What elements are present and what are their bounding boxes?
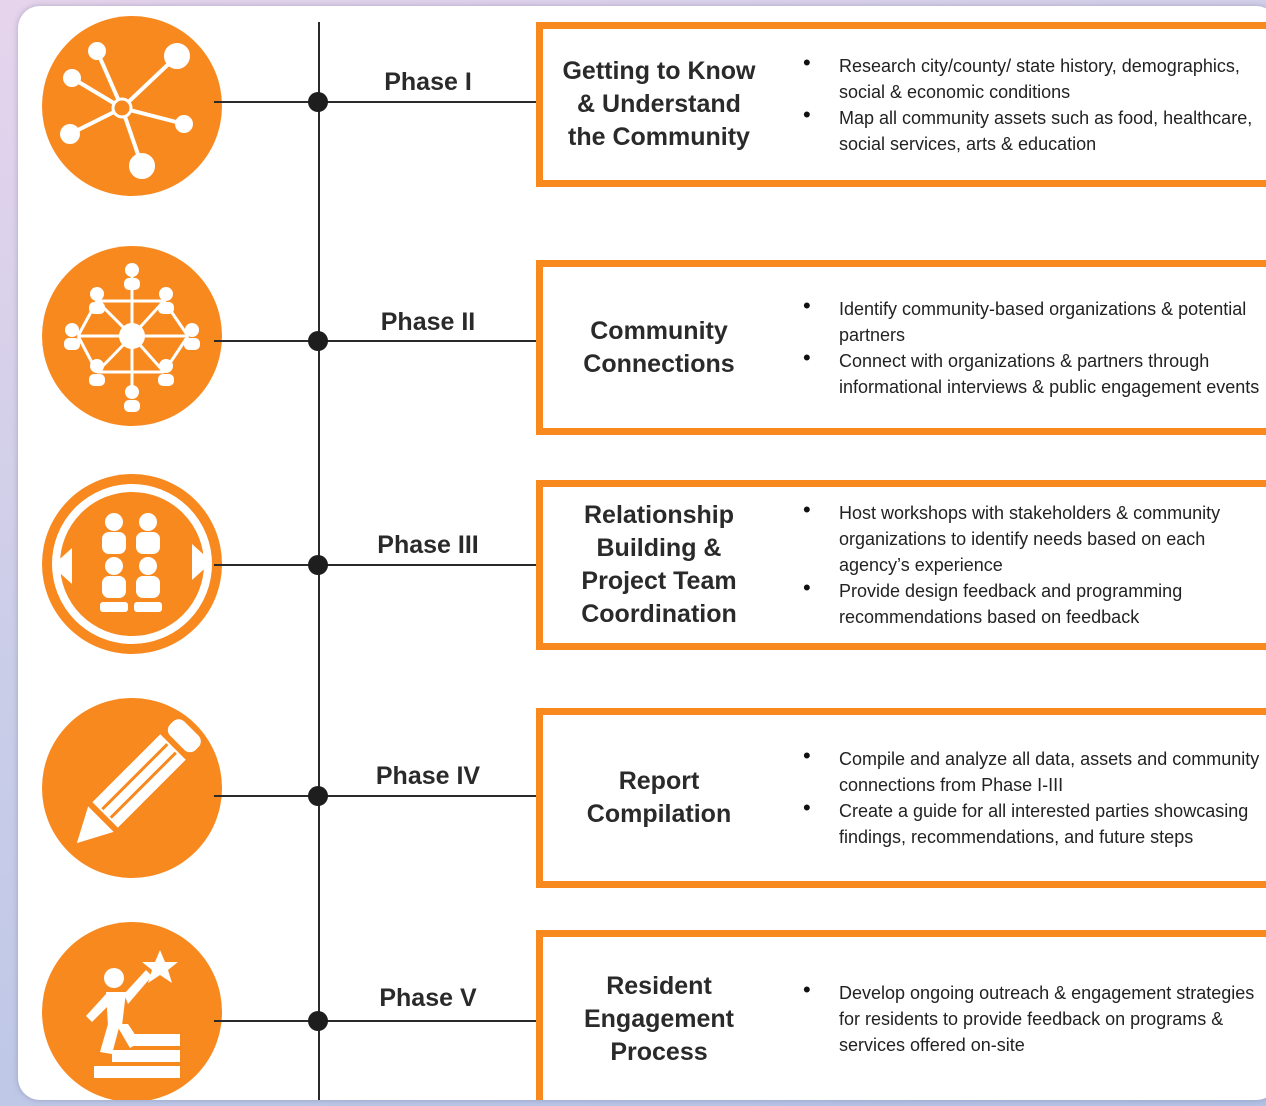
phase-title: Report Compilation — [586, 767, 732, 828]
phase-bullets: Compile and analyze all data, assets and… — [801, 715, 1266, 881]
bullet-item: Develop ongoing outreach & engagement st… — [801, 977, 1266, 1058]
phase-label: Phase V — [379, 984, 477, 1012]
bullet-item: Compile and analyze all data, assets and… — [801, 743, 1266, 798]
phase-title: Community Connections — [583, 316, 735, 378]
phase-row-5: Phase V Resident Engagement Process Deve… — [18, 922, 1266, 1100]
bullet-item: Provide design feedback and programming … — [801, 575, 1266, 630]
timeline-dot — [308, 331, 328, 351]
timeline-dot — [308, 1011, 328, 1031]
phase-label: Phase II — [380, 308, 476, 336]
phase-row-1: Phase I Getting to Know & Understand the… — [18, 6, 1266, 206]
phase-row-2: Phase II Community Connections Identify … — [18, 246, 1266, 446]
pencil-icon — [42, 698, 222, 878]
phase-row-4: Phase IV Report Compilation Compile and … — [18, 698, 1266, 898]
network-nodes-icon — [42, 16, 222, 196]
phase-label: Phase III — [377, 531, 479, 559]
timeline-dot — [308, 92, 328, 112]
connector-line — [214, 101, 536, 103]
timeline-dot — [308, 555, 328, 575]
phase-diagram: Phase I Getting to Know & Understand the… — [18, 6, 1266, 1100]
connector-line — [214, 1020, 536, 1022]
phase-bullets: Identify community-based organizations &… — [801, 267, 1266, 428]
bullet-item: Host workshops with stakeholders & commu… — [801, 497, 1266, 578]
team-cycle-icon — [42, 474, 222, 654]
phase-bullets: Research city/county/ state history, dem… — [801, 29, 1266, 180]
phase-bullets: Develop ongoing outreach & engagement st… — [801, 937, 1266, 1100]
phase-bullets: Host workshops with stakeholders & commu… — [801, 487, 1266, 643]
phase-box: Report Compilation Compile and analyze a… — [536, 708, 1266, 888]
phase-box: Getting to Know & Understand the Communi… — [536, 22, 1266, 187]
climbing-star-icon — [42, 922, 222, 1100]
people-network-icon — [42, 246, 222, 426]
phase-box: Community Connections Identify community… — [536, 260, 1266, 435]
bullet-item: Create a guide for all interested partie… — [801, 795, 1266, 850]
phase-title: Relationship Building & Project Team Coo… — [581, 501, 737, 628]
bullet-item: Research city/county/ state history, dem… — [801, 50, 1266, 105]
bullet-item: Map all community assets such as food, h… — [801, 102, 1266, 157]
timeline-dot — [308, 786, 328, 806]
bullet-item: Identify community-based organizations &… — [801, 293, 1266, 348]
phase-row-3: Phase III Relationship Building & Projec… — [18, 474, 1266, 674]
phase-label: Phase IV — [375, 762, 481, 790]
phase-box: Relationship Building & Project Team Coo… — [536, 480, 1266, 650]
phase-label: Phase I — [384, 68, 472, 96]
bullet-item: Connect with organizations & partners th… — [801, 345, 1266, 400]
phase-title: Getting to Know & Understand the Communi… — [562, 57, 756, 151]
phase-title: Resident Engagement Process — [583, 971, 735, 1066]
connector-line — [214, 795, 536, 797]
connector-line — [214, 564, 536, 566]
connector-line — [214, 340, 536, 342]
phase-box: Resident Engagement Process Develop ongo… — [536, 930, 1266, 1100]
